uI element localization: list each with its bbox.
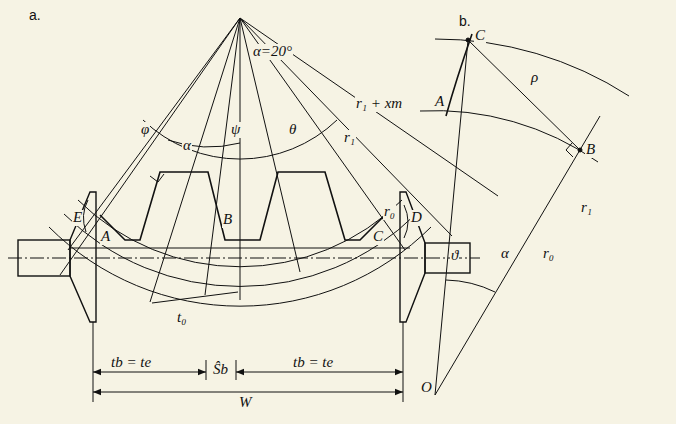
point-label: O	[420, 380, 433, 396]
point-label: C	[474, 28, 486, 44]
angle-label: α	[182, 138, 192, 154]
point-label: E	[72, 210, 83, 226]
point-label: A	[434, 94, 445, 110]
radius-label: r₀	[383, 204, 396, 220]
dimension-label: tb = te	[110, 355, 152, 371]
point-label: A	[100, 229, 111, 245]
point-label: B	[222, 212, 233, 228]
point-label: D	[410, 210, 423, 226]
section-letter: b.	[458, 14, 472, 29]
dimension-label: tb = te	[292, 355, 334, 371]
dimension-label: W	[238, 395, 253, 411]
angle-label: ψ	[230, 122, 241, 138]
angle-label: α=20°	[252, 44, 293, 60]
radius-label: r₁ + xm	[355, 96, 403, 112]
point-label: C	[372, 229, 384, 245]
angle-label: ϑ	[450, 248, 459, 264]
radius-label: r₁	[580, 200, 593, 216]
radius-label: ρ	[530, 70, 539, 86]
angle-label: φ	[140, 122, 150, 138]
point-label: B	[585, 142, 596, 158]
dimension-label: t₀	[176, 310, 187, 326]
radius-label: r₁	[343, 130, 356, 146]
radius-label: r₀	[542, 246, 555, 262]
section-letter: a.	[28, 8, 42, 23]
angle-label: α	[500, 246, 510, 262]
dimension-label: Ŝb	[212, 362, 229, 378]
angle-label: θ	[288, 122, 297, 138]
